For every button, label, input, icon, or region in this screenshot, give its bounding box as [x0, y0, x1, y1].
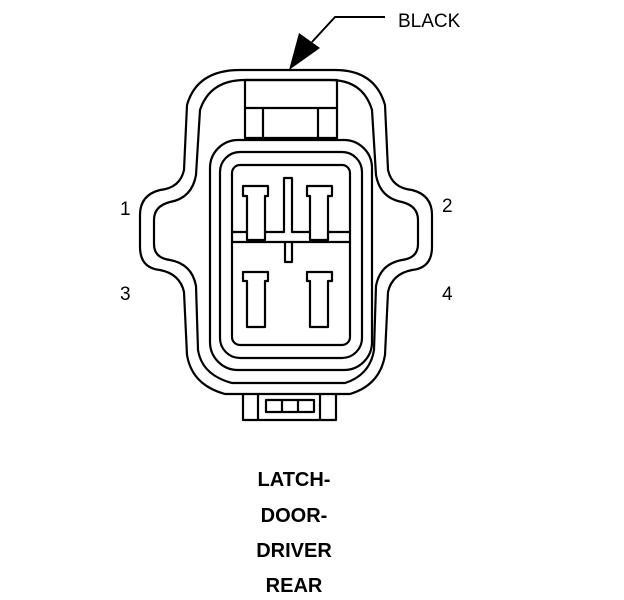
- center-key: [230, 176, 352, 264]
- housing-inner-outline: [152, 78, 420, 385]
- connector-name-line-2: DOOR-: [261, 505, 328, 527]
- housing-outer-outline: [138, 68, 434, 396]
- terminal-pin-3: [241, 270, 270, 329]
- pin-label-4: 4: [442, 284, 453, 305]
- cavity-outer-frame: [208, 138, 374, 372]
- pin-label-3: 3: [120, 284, 131, 305]
- wire-color-label: BLACK: [398, 11, 461, 32]
- callout-arrow-icon: [289, 33, 320, 70]
- terminal-pin-2: [305, 184, 334, 242]
- connector-name: LATCH- DOOR- DRIVER REAR: [256, 469, 332, 597]
- top-latch: [243, 78, 339, 140]
- wire-color-callout: BLACK: [289, 11, 461, 70]
- pin-label-2: 2: [442, 196, 453, 217]
- connector-name-line-3: DRIVER: [256, 540, 332, 562]
- bottom-lock-tab: [241, 392, 338, 422]
- terminal-block: [230, 163, 352, 347]
- terminal-pin-4: [305, 270, 334, 329]
- connector-name-line-1: LATCH-: [258, 469, 331, 491]
- terminal-pin-1: [241, 184, 270, 242]
- connector-housing: [138, 68, 434, 422]
- pin-label-1: 1: [120, 199, 131, 220]
- connector-name-line-4: REAR: [266, 575, 323, 597]
- cavity-inner-frame: [218, 150, 364, 360]
